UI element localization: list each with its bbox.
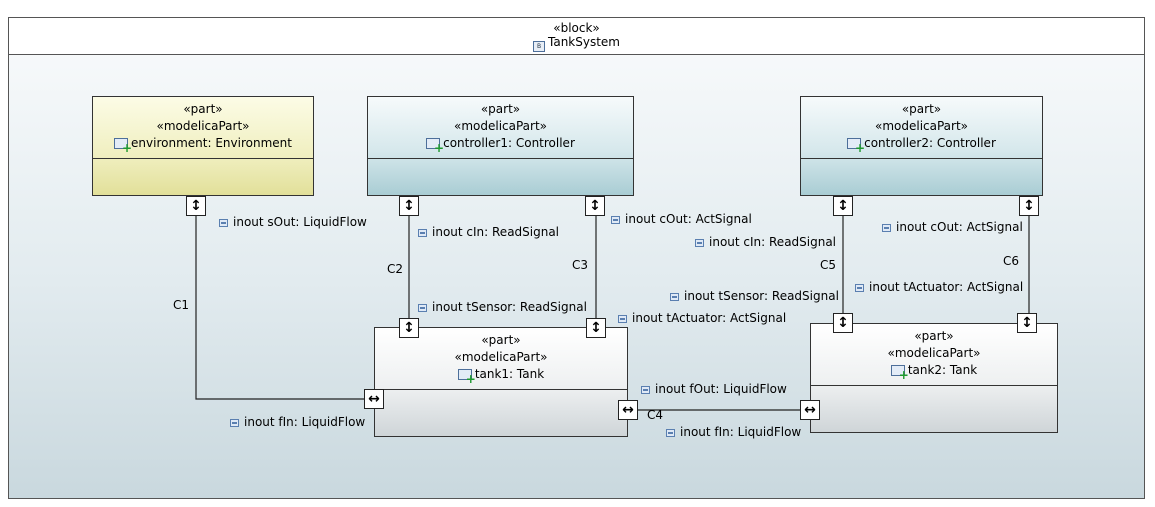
- part-tank2[interactable]: «part» «modelicaPart» tank2: Tank: [810, 323, 1058, 433]
- port-label: inout tSensor: ReadSignal: [418, 300, 587, 314]
- up-down-arrow-icon: ↕: [403, 320, 415, 336]
- part-name: tank2: Tank: [907, 363, 978, 377]
- part-name: controller1: Controller: [443, 136, 575, 150]
- block-name: TankSystem: [548, 35, 620, 49]
- left-right-arrow-icon: ↔: [368, 391, 380, 407]
- port-icon: [695, 239, 704, 247]
- port-label: inout tActuator: ActSignal: [855, 280, 1023, 294]
- part-icon: [457, 369, 476, 385]
- port-t1-fin[interactable]: ↔: [364, 389, 384, 409]
- port-t2-fin[interactable]: ↔: [800, 400, 820, 420]
- port-c1-cout[interactable]: ↕: [585, 196, 605, 216]
- part-name: environment: Environment: [131, 136, 292, 150]
- port-env-sout[interactable]: ↕: [186, 196, 206, 216]
- connector-label-c5: C5: [820, 258, 837, 272]
- port-label: inout cOut: ActSignal: [882, 220, 1023, 234]
- up-down-arrow-icon: ↕: [403, 198, 415, 214]
- port-icon: [618, 315, 627, 323]
- port-icon: [855, 284, 864, 292]
- port-t1-fout[interactable]: ↔: [618, 400, 638, 420]
- port-label: inout fIn: LiquidFlow: [230, 415, 365, 429]
- up-down-arrow-icon: ↕: [1021, 315, 1033, 331]
- port-label: inout sOut: LiquidFlow: [219, 215, 367, 229]
- part-icon: [890, 365, 909, 381]
- port-icon: [219, 219, 228, 227]
- part-name: tank1: Tank: [474, 367, 545, 381]
- connector-c1: [195, 216, 364, 400]
- up-down-arrow-icon: ↕: [590, 320, 602, 336]
- port-t2-tsensor[interactable]: ↕: [833, 313, 853, 333]
- port-icon: [882, 224, 891, 232]
- up-down-arrow-icon: ↕: [837, 315, 849, 331]
- part-name: controller2: Controller: [864, 136, 996, 150]
- port-label: inout fOut: LiquidFlow: [641, 382, 787, 396]
- port-label: inout tSensor: ReadSignal: [670, 289, 839, 303]
- connector-label-c2: C2: [387, 262, 404, 276]
- part-icon: [426, 138, 444, 154]
- part-controller1[interactable]: «part» «modelicaPart» controller1: Contr…: [367, 96, 634, 196]
- port-label: inout fIn: LiquidFlow: [666, 425, 801, 439]
- port-icon: [230, 419, 239, 427]
- connector-label-c3: C3: [572, 258, 589, 272]
- up-down-arrow-icon: ↕: [589, 198, 601, 214]
- up-down-arrow-icon: ↕: [837, 198, 849, 214]
- port-label: inout tActuator: ActSignal: [618, 311, 786, 325]
- port-c2-cout[interactable]: ↕: [1019, 196, 1039, 216]
- port-c2-cin[interactable]: ↕: [833, 196, 853, 216]
- part-controller2[interactable]: «part» «modelicaPart» controller2: Contr…: [800, 96, 1043, 196]
- connector-label-c4: C4: [647, 408, 664, 422]
- connector-label-c6: C6: [1003, 254, 1020, 268]
- port-label: inout cIn: ReadSignal: [695, 235, 836, 249]
- port-icon: [670, 293, 679, 301]
- up-down-arrow-icon: ↕: [1023, 198, 1035, 214]
- port-c1-cin[interactable]: ↕: [399, 196, 419, 216]
- port-label: inout cOut: ActSignal: [611, 212, 752, 226]
- part-environment[interactable]: «part» «modelicaPart» environment: Envir…: [92, 96, 314, 196]
- port-t1-tactuator[interactable]: ↕: [586, 318, 606, 338]
- port-t1-tsensor[interactable]: ↕: [399, 318, 419, 338]
- port-icon: [418, 304, 427, 312]
- block-stereotype: «block»: [553, 21, 600, 35]
- left-right-arrow-icon: ↔: [622, 402, 634, 418]
- block-icon: B: [533, 41, 545, 52]
- port-icon: [418, 229, 427, 237]
- port-icon: [641, 386, 650, 394]
- port-icon: [666, 429, 675, 437]
- part-tank1[interactable]: «part» «modelicaPart» tank1: Tank: [374, 327, 628, 437]
- part-icon: [847, 138, 865, 154]
- part-icon: [114, 138, 132, 154]
- port-icon: [611, 216, 620, 224]
- port-label: inout cIn: ReadSignal: [418, 225, 559, 239]
- port-t2-tactuator[interactable]: ↕: [1017, 313, 1037, 333]
- up-down-arrow-icon: ↕: [190, 198, 202, 214]
- left-right-arrow-icon: ↔: [804, 402, 816, 418]
- connector-label-c1: C1: [173, 298, 190, 312]
